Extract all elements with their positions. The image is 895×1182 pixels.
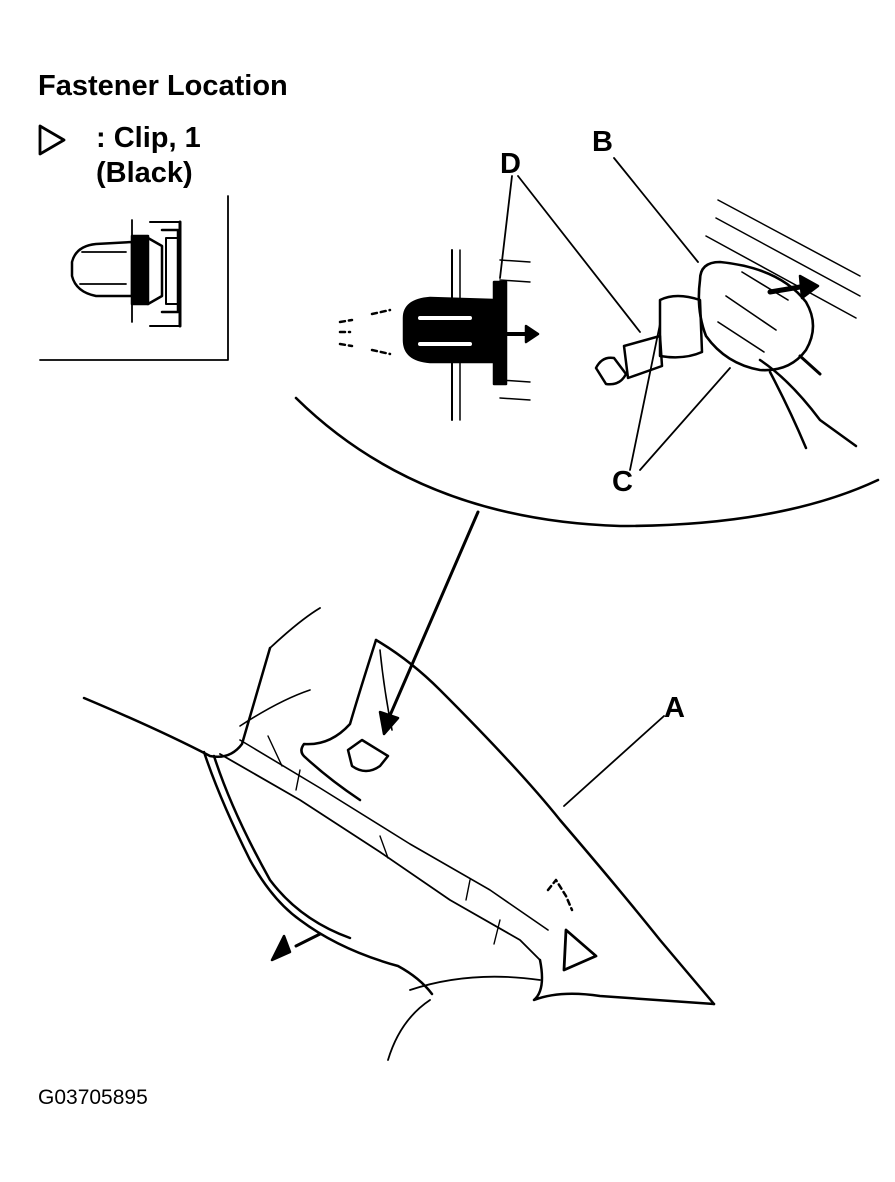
callout-a: A — [664, 692, 685, 724]
legend-item-name: : Clip, 1 — [96, 122, 201, 155]
leader-d2 — [517, 175, 641, 333]
leader-a — [563, 715, 665, 807]
clip-inset — [39, 195, 229, 361]
detail-circle-arc — [294, 396, 880, 528]
figure-code: G03705895 — [38, 1086, 148, 1109]
leader-d1 — [499, 175, 513, 279]
pillar-trim — [82, 607, 716, 1061]
callout-c: C — [612, 466, 633, 498]
leader-b — [613, 157, 699, 263]
legend-triangle-icon — [38, 124, 66, 156]
leader-c2 — [639, 367, 731, 471]
detail-cover-cap — [594, 199, 861, 450]
detail-clip-section — [338, 249, 540, 421]
page-title: Fastener Location — [38, 70, 288, 102]
legend-separator: : — [96, 122, 106, 154]
legend-clip-name: Clip, 1 — [113, 122, 201, 154]
detail-pointer-arrow — [386, 510, 480, 722]
clip-location-triangle-icon — [562, 928, 598, 972]
callout-b: B — [592, 126, 613, 158]
leader-c1 — [629, 323, 661, 471]
callout-d: D — [500, 148, 521, 180]
legend-item-color: (Black) — [96, 157, 193, 189]
